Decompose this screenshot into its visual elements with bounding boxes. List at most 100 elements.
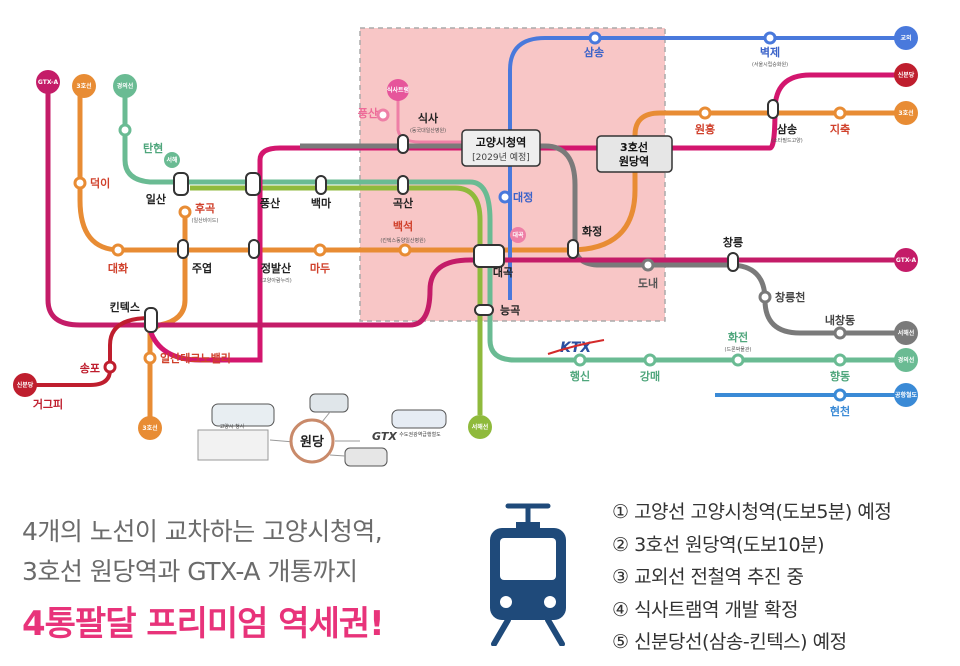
station-dot-hyangdong[interactable] <box>833 353 847 367</box>
station-marker-samsong[interactable] <box>767 99 779 119</box>
badge-seomun <box>164 152 180 168</box>
label-samsong2: 삼송 <box>777 122 797 136</box>
station-dot-dongsan[interactable] <box>376 108 390 122</box>
station-dot-wonheung[interactable] <box>698 106 712 120</box>
station-dot-daejeong[interactable] <box>498 190 512 204</box>
wondang-callout[interactable]: 3호선 원당역 <box>596 135 673 173</box>
badge-sinbundang-left <box>13 373 37 397</box>
illustration-train-right <box>391 409 447 429</box>
station-dot-gangmae[interactable] <box>643 353 657 367</box>
badge-text-gyeongui-left: 경의선 <box>117 82 134 90</box>
highlight-zone <box>359 27 666 322</box>
ktx-swoosh <box>547 339 605 355</box>
station-dot-hwajeon[interactable] <box>731 353 745 367</box>
label-sigsa: 식사 <box>418 111 439 125</box>
badge-gyeongui-left <box>113 74 137 98</box>
label-hwajeon-sub: (드론박물관) <box>725 346 752 353</box>
label-daehwa: 대화 <box>108 261 128 275</box>
label-naegok: 내창동 <box>825 313 855 327</box>
station-dot-naegok[interactable] <box>833 326 847 340</box>
label-hyeoncheon: 현천 <box>830 404 850 418</box>
label-jichuk: 지축 <box>830 122 850 136</box>
station-marker-kintex[interactable] <box>144 307 158 333</box>
route-map: GTX-A 3호선 경의선 교외 신분당 3호선 GTX-A 서해선 경의선 공… <box>13 26 918 467</box>
gyeongui-line-route <box>122 92 905 363</box>
wondang-illustration: 고양시 청사 수도권광역급행철도 원당 GTX <box>197 393 447 467</box>
station-dot-changneungcheon[interactable] <box>758 290 772 304</box>
station-dot-deogi[interactable] <box>73 176 87 190</box>
station-dot-haengsin[interactable] <box>573 353 587 367</box>
station-marker-daegok[interactable] <box>473 244 505 268</box>
gray-line-route <box>300 143 905 336</box>
badge-gyooe-right <box>894 26 918 50</box>
label-juyeop: 주엽 <box>192 261 212 275</box>
label-changneung: 창릉 <box>723 235 743 249</box>
label-byeokje: 벽제 <box>760 45 780 59</box>
train-icon <box>490 503 566 646</box>
wondang-callout-title: 3호선 <box>620 140 648 154</box>
label-gaegeum: 거그피 <box>33 397 63 411</box>
station-marker-neunggok[interactable] <box>474 304 494 316</box>
label-donae: 도내 <box>638 276 658 290</box>
badge-sinbundang-right <box>894 63 918 87</box>
illustration-caption-left: 고양시 청사 <box>220 423 245 430</box>
station-dot-jichuk[interactable] <box>833 106 847 120</box>
badge-seohae-right <box>894 321 918 345</box>
badge-line3-right <box>894 101 918 125</box>
label-ilsan: 일산 <box>146 192 166 206</box>
illustration-cityhall <box>197 429 269 461</box>
label-deogi: 덕이 <box>90 176 110 190</box>
illustration-train-left <box>211 403 275 427</box>
badge-daegok-tag <box>510 227 526 243</box>
headline-line-1: 4개의 노선이 교차하는 고양시청역, <box>22 517 383 546</box>
label-baekseok-sub: (킨텍스동양일산병원) <box>380 237 425 244</box>
badge-text-sinbundang-left: 신분당 <box>17 381 34 389</box>
station-dot-tanhyeon[interactable] <box>118 123 132 137</box>
badge-text-line3-bottom: 3호선 <box>142 424 157 432</box>
badge-line3-bottom <box>138 416 162 440</box>
station-dot-madu[interactable] <box>313 243 327 257</box>
label-hugok: 후곡 <box>195 201 215 215</box>
station-marker-changneung[interactable] <box>727 252 739 272</box>
label-goksan: 곡산 <box>393 196 413 210</box>
benefit-item: ⑤ 신분당선(삼송-킨텍스) 예정 <box>612 631 847 653</box>
station-dot-samsong[interactable] <box>588 31 602 45</box>
illustration-train-bottom <box>344 447 388 467</box>
label-hwajeong: 화정 <box>582 224 602 238</box>
label-sigsa-sub: (동국대일산병원) <box>410 127 446 134</box>
station-marker-jeongbalsan[interactable] <box>248 239 260 259</box>
cityhall-callout[interactable]: 고양시청역 [2029년 예정] <box>461 129 541 167</box>
wondang-callout-sub: 원당역 <box>619 154 649 168</box>
station-dot-hyeoncheon[interactable] <box>833 388 847 402</box>
station-dot-daehwa[interactable] <box>111 243 125 257</box>
label-samsong2-sub: (스타필드고양) <box>771 137 803 144</box>
station-dot-baekseok[interactable] <box>398 243 412 257</box>
badge-text-daegok-tag: 대곡 <box>512 231 524 239</box>
station-dot-songpo[interactable] <box>103 360 117 374</box>
benefit-item: ① 고양선 고양시청역(도보5분) 예정 <box>612 501 892 523</box>
label-daegok: 대곡 <box>493 265 513 279</box>
label-hyangdong: 향동 <box>830 369 850 383</box>
station-marker-ilsan[interactable] <box>173 172 189 196</box>
benefit-item: ② 3호선 원당역(도보10분) <box>612 533 825 556</box>
station-marker-baekma[interactable] <box>315 175 327 195</box>
station-dot-donae[interactable] <box>641 258 655 272</box>
benefit-item: ④ 식사트램역 개발 확정 <box>612 598 798 621</box>
headline-line-3: 4통팔달 프리미엄 역세권! <box>22 604 385 644</box>
label-gangmae: 강매 <box>640 369 660 383</box>
badge-text-gtx-a-left: GTX-A <box>38 79 59 86</box>
station-dot-hugok[interactable] <box>178 205 192 219</box>
badge-text-gtx-a-right: GTX-A <box>896 257 917 264</box>
station-dot-byeokje[interactable] <box>763 31 777 45</box>
station-marker-juyeop[interactable] <box>177 239 189 259</box>
seohae-line-route <box>190 185 483 415</box>
badge-text-gongcheol-right: 공항철도 <box>895 391 918 399</box>
station-marker-goksan[interactable] <box>397 175 409 195</box>
badge-sigsa-tram <box>387 79 409 101</box>
label-samsong: 삼송 <box>584 45 604 59</box>
station-marker-hwajeong[interactable] <box>567 239 579 259</box>
station-marker-sigsa[interactable] <box>397 134 409 154</box>
badge-text-gyooe-right: 교외 <box>900 34 911 42</box>
station-dot-ilsantechno[interactable] <box>143 351 157 365</box>
station-marker-pungsan[interactable] <box>245 172 261 196</box>
